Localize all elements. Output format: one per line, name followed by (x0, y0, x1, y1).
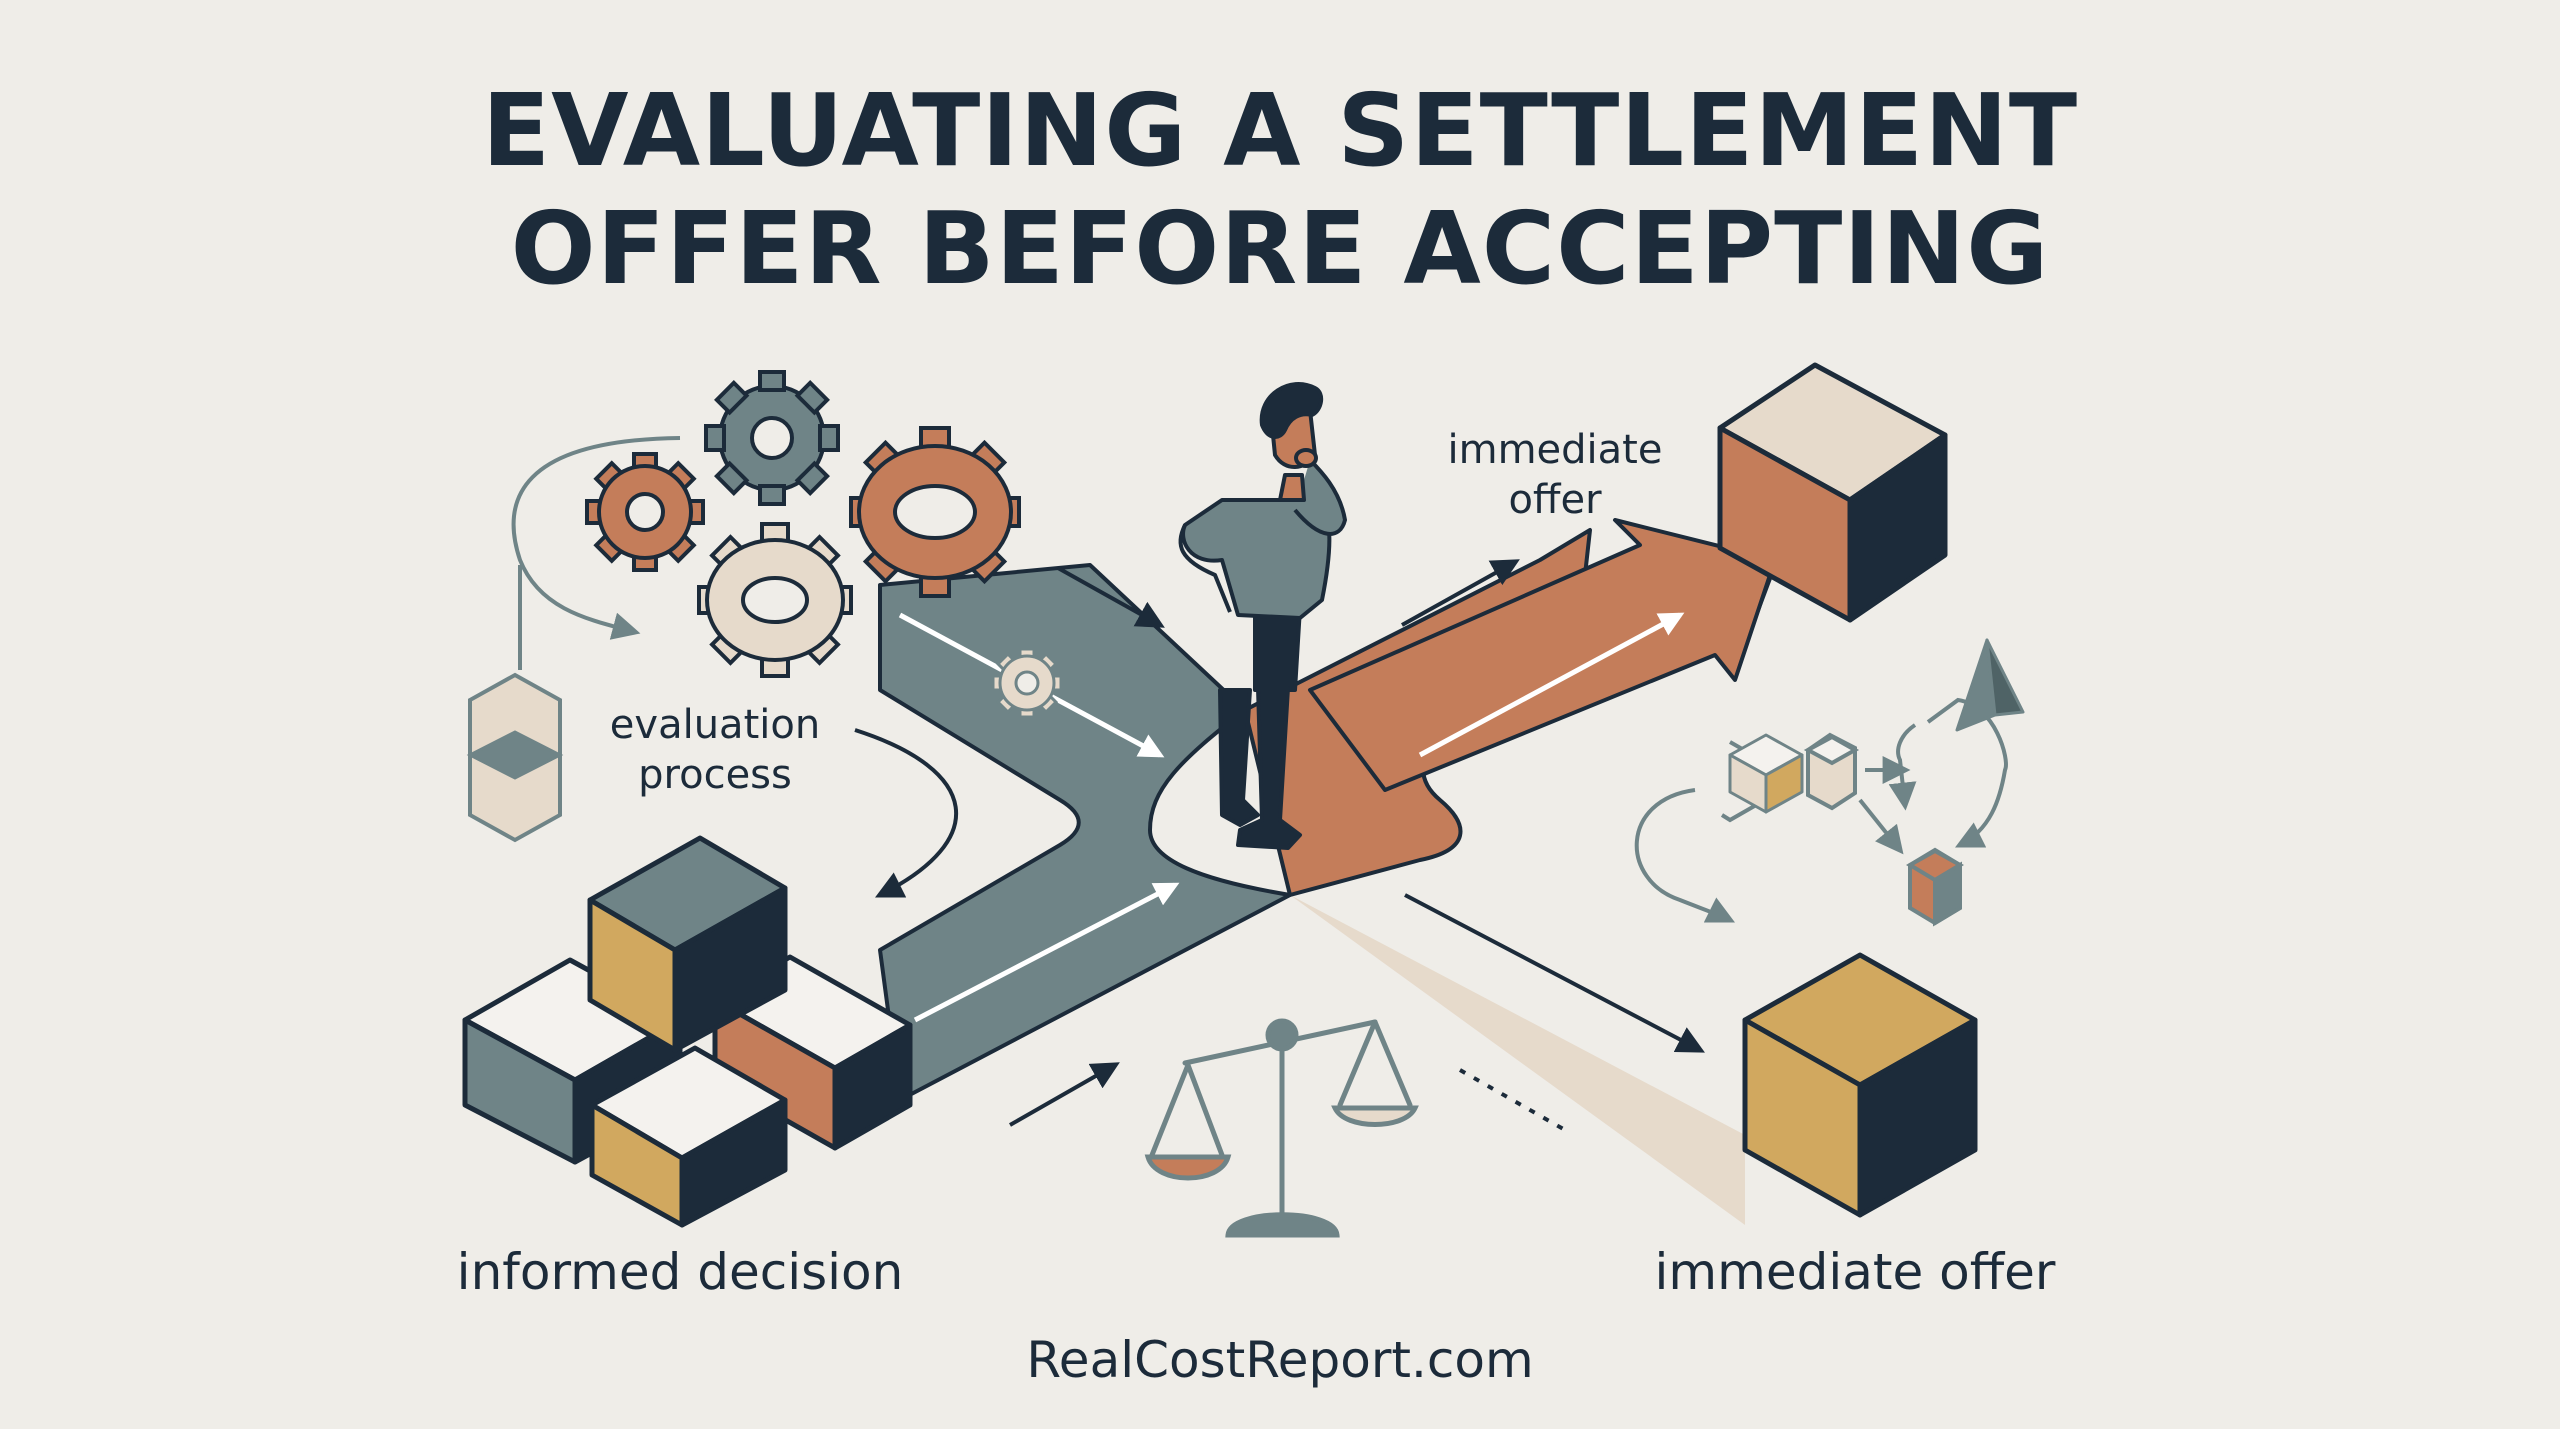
arrow-icon (913, 882, 1180, 1023)
gear-icon (585, 452, 705, 572)
label-evaluation-process-line-2: process (638, 752, 792, 798)
cube-icon (589, 1045, 788, 1228)
title-line-2: OFFER BEFORE ACCEPTING (510, 190, 2050, 307)
small-cube-icon (1728, 733, 1804, 814)
lower-right-path (1290, 895, 1745, 1225)
hexagon-prism-icon (466, 672, 564, 843)
label-immediate-offer-top-line-1: immediate (1447, 427, 1663, 473)
cube-icon (1742, 952, 1978, 1218)
curved-arrows-left (511, 436, 959, 898)
label-evaluation-process: evaluation process (555, 700, 875, 800)
gear-icon (697, 522, 853, 678)
black-arrows (1009, 559, 1705, 1132)
cube-icon (587, 835, 788, 1053)
pyramid-icon (1955, 638, 2025, 732)
evaluation-path (878, 563, 1292, 1102)
gear-icon (991, 647, 1063, 719)
arrow-icon (1418, 612, 1685, 758)
footer-website: RealCostReport.com (1026, 1331, 1534, 1389)
gear-icon (849, 426, 1021, 598)
label-immediate-offer-top-line-2: offer (1508, 477, 1602, 523)
process-flow-diagram (1634, 697, 2008, 927)
balance-scale-icon (1144, 1018, 1419, 1238)
person-figure (1178, 381, 1347, 850)
label-informed-decision: informed decision (456, 1243, 904, 1301)
page-title: EVALUATING A SETTLEMENT OFFER BEFORE ACC… (0, 72, 2560, 308)
title-line-1: EVALUATING A SETTLEMENT (481, 72, 2079, 189)
label-immediate-offer-bottom: immediate offer (1654, 1243, 2056, 1301)
cube-icon (1717, 362, 1948, 623)
label-immediate-offer-top: immediate offer (1395, 425, 1715, 525)
gear-icon (704, 370, 840, 506)
label-evaluation-process-line-1: evaluation (609, 702, 821, 748)
